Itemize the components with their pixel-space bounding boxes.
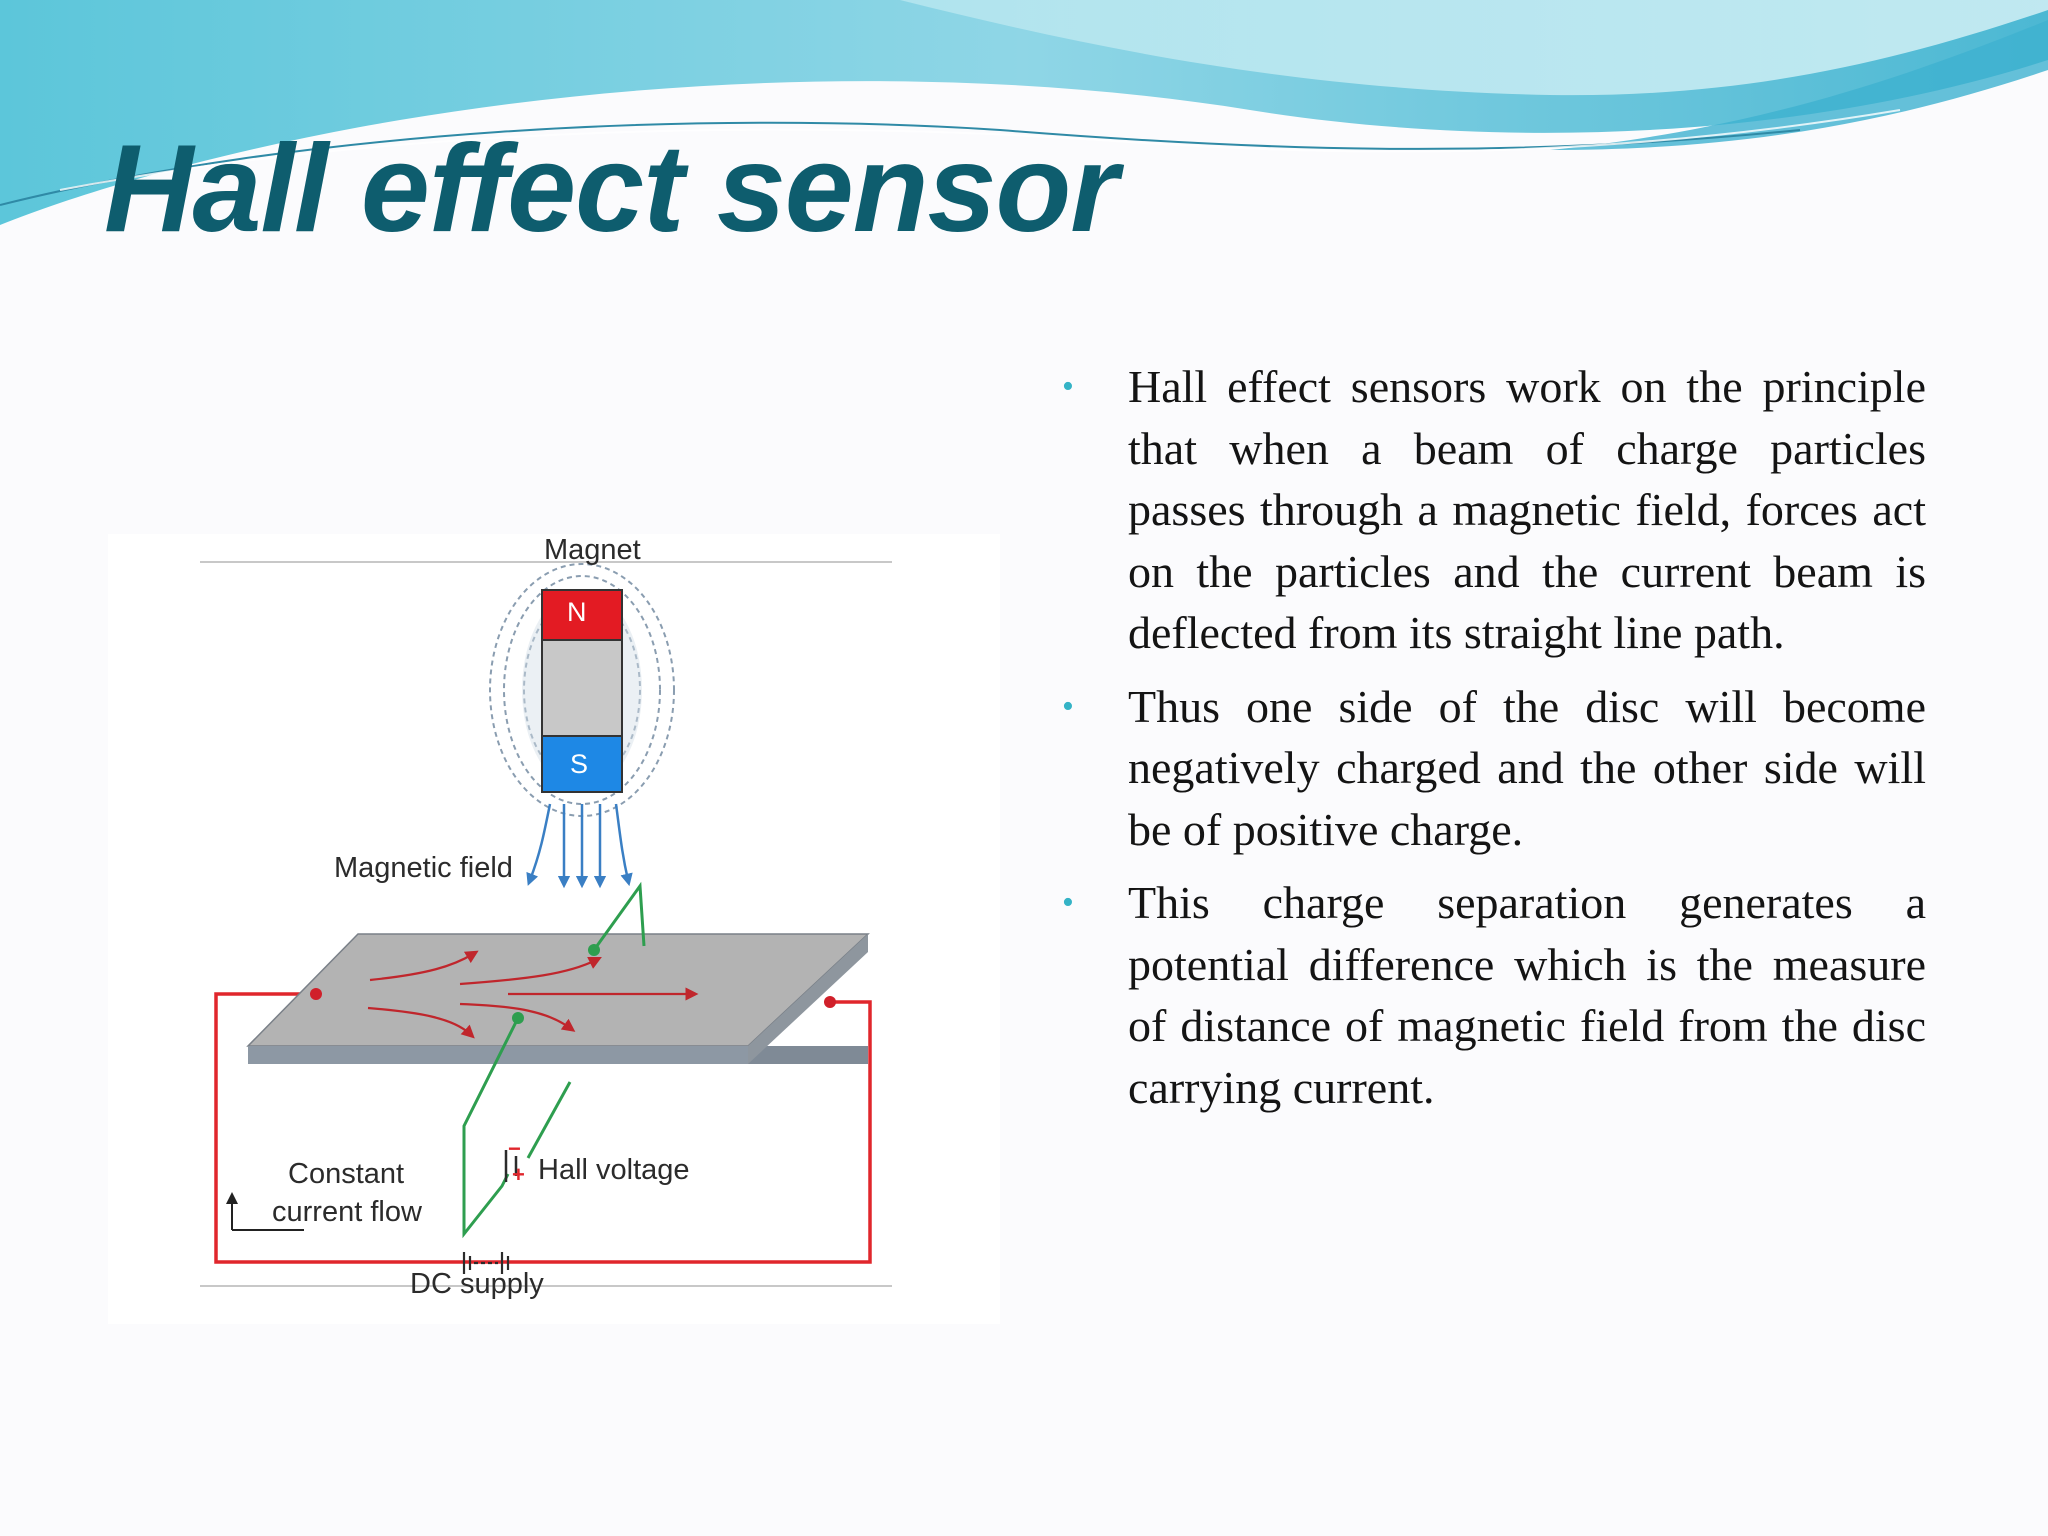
magnet-south-pole: [541, 735, 623, 793]
minus-sign: −: [508, 1136, 521, 1161]
electron-paths: [367, 950, 699, 1039]
bullet-text: Thus one side of the disc will become ne…: [1128, 680, 1926, 855]
hall-voltage-cell: [504, 1150, 518, 1182]
hall-effect-diagram: Magnet N S Magnetic field Hall voltage −…: [108, 534, 1000, 1324]
south-pole-label: S: [570, 749, 589, 779]
left-contact: [310, 988, 322, 1000]
bullet-icon: •: [1062, 687, 1074, 725]
hall-contact-top: [588, 944, 600, 956]
hall-wire-bottom: [462, 1017, 520, 1239]
field-arrows: [526, 803, 633, 889]
bullet-text: Hall effect sensors work on the principl…: [1128, 361, 1926, 658]
hall-voltage-label: Hall voltage: [538, 1154, 690, 1186]
magnet-body: [541, 639, 623, 737]
dc-supply-label: DC supply: [410, 1268, 544, 1300]
bullet-item: • This charge separation generates a pot…: [1058, 872, 1926, 1118]
bullet-icon: •: [1062, 884, 1074, 921]
slide-title: Hall effect sensor: [104, 120, 1118, 258]
bullet-item: • Thus one side of the disc will become …: [1058, 676, 1926, 861]
north-pole-label: N: [567, 597, 587, 627]
magnet-north-pole: [541, 589, 623, 641]
plus-sign: +: [512, 1162, 525, 1187]
magnet-label: Magnet: [544, 534, 641, 566]
diagram-graphic: [200, 561, 892, 1287]
header-wave-decoration: [0, 0, 2048, 225]
bullet-list: • Hall effect sensors work on the princi…: [1058, 356, 1926, 1130]
dc-supply-symbol: [462, 1252, 510, 1274]
bullet-item: • Hall effect sensors work on the princi…: [1058, 356, 1926, 664]
magnetic-field-label: Magnetic field: [334, 852, 513, 884]
plate-side-edge: [748, 934, 868, 1064]
current-flow-label-line2: current flow: [272, 1196, 422, 1228]
bullet-icon: •: [1062, 368, 1074, 405]
right-contact: [824, 996, 836, 1008]
current-circuit-wire: [214, 992, 872, 1264]
bullet-text: This charge separation generates a poten…: [1128, 877, 1926, 1113]
current-flow-label-line1: Constant: [288, 1158, 405, 1190]
hall-contact-bottom: [512, 1012, 524, 1024]
hall-wire-top: [592, 881, 646, 951]
